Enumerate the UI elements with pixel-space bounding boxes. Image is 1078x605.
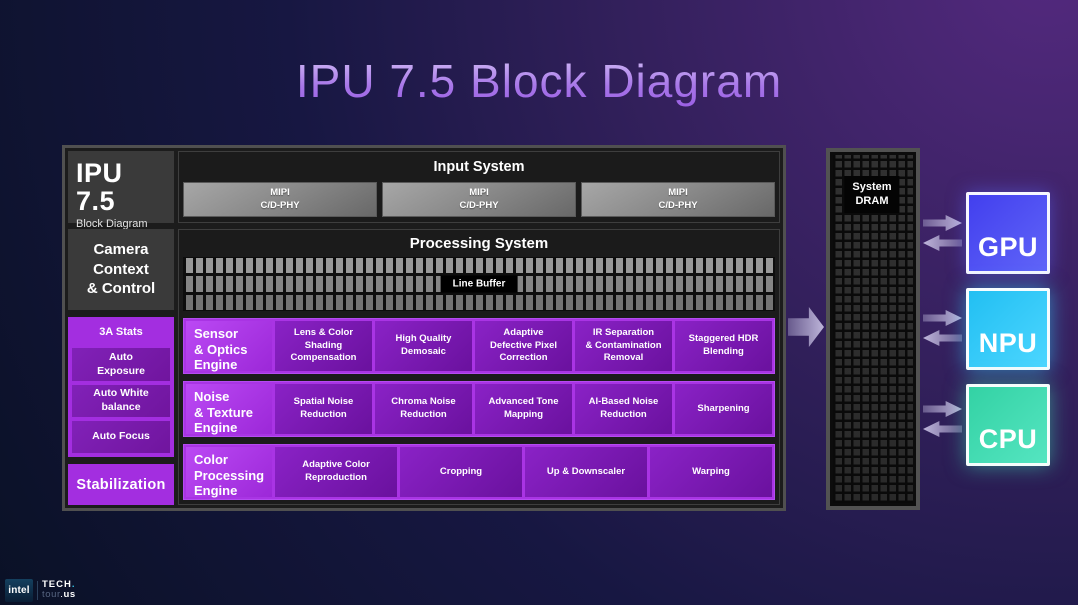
sensor-optics-engine-row: Sensor & Optics Engine Lens & Color Shad… — [183, 318, 775, 374]
tech-dot: . — [71, 579, 76, 590]
ipu-subtitle: Block Diagram — [76, 217, 148, 230]
mipi-phy-block: MIPI C/D-PHY — [581, 182, 775, 217]
engine-label: Sensor & Optics Engine — [186, 321, 272, 372]
mipi-phy-block: MIPI C/D-PHY — [382, 182, 576, 217]
ipu-header: IPU 7.5 Block Diagram — [68, 151, 174, 230]
tech-tour-logo: TECH. tour.us — [42, 580, 76, 600]
engine-block: Adaptive Defective Pixel Correction — [475, 321, 572, 371]
stats-header: 3A Stats — [99, 326, 143, 339]
input-system-title: Input System — [433, 159, 525, 175]
dram-grid — [833, 155, 913, 503]
noise-texture-engine-row: Noise & Texture Engine Spatial Noise Red… — [183, 381, 775, 437]
arrow-left-icon — [923, 235, 962, 251]
intel-logo: intel — [5, 579, 33, 602]
arrow-left-icon — [923, 421, 962, 437]
arrow-right-icon — [923, 310, 962, 326]
line-buffer-grid: Line Buffer — [183, 257, 775, 311]
engine-block: Spatial Noise Reduction — [275, 384, 372, 434]
tech-label: TECH — [42, 579, 72, 590]
engine-block: Cropping — [400, 447, 522, 497]
cpu-block: CPU — [966, 384, 1050, 466]
engine-block: Advanced Tone Mapping — [475, 384, 572, 434]
gpu-block: GPU — [966, 192, 1050, 274]
ipu-name: IPU 7.5 — [76, 158, 123, 217]
engine-label: Color Processing Engine — [186, 447, 272, 498]
line-buffer-label: Line Buffer — [440, 275, 518, 293]
dram-npu-arrows — [923, 310, 962, 346]
brand-divider — [37, 581, 38, 600]
engine-block: Lens & Color Shading Compensation — [275, 321, 372, 371]
processing-system-title: Processing System — [409, 235, 549, 252]
us-label: us — [63, 588, 76, 600]
engine-block: IR Separation & Contamination Removal — [575, 321, 672, 371]
engine-block: Staggered HDR Blending — [675, 321, 772, 371]
engine-block: AI-Based Noise Reduction — [575, 384, 672, 434]
engine-label: Noise & Texture Engine — [186, 384, 272, 435]
engine-block: High Quality Demosaic — [375, 321, 472, 371]
ipu-to-dram-arrow-icon — [788, 307, 824, 347]
auto-white-balance-box: Auto White balance — [72, 384, 170, 417]
tour-dot: . — [60, 588, 64, 600]
processing-system: Processing System Line Buffer Sensor & O… — [178, 229, 780, 505]
auto-focus-box: Auto Focus — [72, 421, 170, 454]
left-column: IPU 7.5 Block Diagram Camera Context & C… — [68, 151, 174, 505]
input-system: Input System MIPI C/D-PHY MIPI C/D-PHY M… — [178, 151, 780, 223]
arrow-left-icon — [923, 330, 962, 346]
auto-exposure-box: Auto Exposure — [72, 348, 170, 381]
page-title: IPU 7.5 Block Diagram — [0, 54, 1078, 108]
arrow-right-icon — [923, 215, 962, 231]
camera-context-control-box: Camera Context & Control — [68, 229, 174, 311]
npu-block: NPU — [966, 288, 1050, 370]
color-processing-engine-row: Color Processing Engine Adaptive Color R… — [183, 444, 775, 500]
engine-block: Up & Downscaler — [525, 447, 647, 497]
stats-group: 3A Stats Auto Exposure Auto White balanc… — [68, 317, 174, 458]
line-buffer-row — [183, 294, 775, 310]
mipi-phy-block: MIPI C/D-PHY — [183, 182, 377, 217]
engine-block: Adaptive Color Reproduction — [275, 447, 397, 497]
dram-gpu-arrows — [923, 215, 962, 251]
tour-label: tour — [42, 588, 61, 600]
right-column: Input System MIPI C/D-PHY MIPI C/D-PHY M… — [178, 151, 780, 505]
mipi-row: MIPI C/D-PHY MIPI C/D-PHY MIPI C/D-PHY — [179, 182, 779, 222]
engine-block: Sharpening — [675, 384, 772, 434]
system-dram-label: System DRAM — [844, 176, 900, 213]
engine-block: Warping — [650, 447, 772, 497]
engine-block: Chroma Noise Reduction — [375, 384, 472, 434]
stabilization-box: Stabilization — [68, 464, 174, 505]
dram-cpu-arrows — [923, 401, 962, 437]
ipu-block-diagram: IPU 7.5 Block Diagram Camera Context & C… — [62, 145, 786, 511]
line-buffer-row — [183, 258, 775, 274]
arrow-right-icon — [923, 401, 962, 417]
